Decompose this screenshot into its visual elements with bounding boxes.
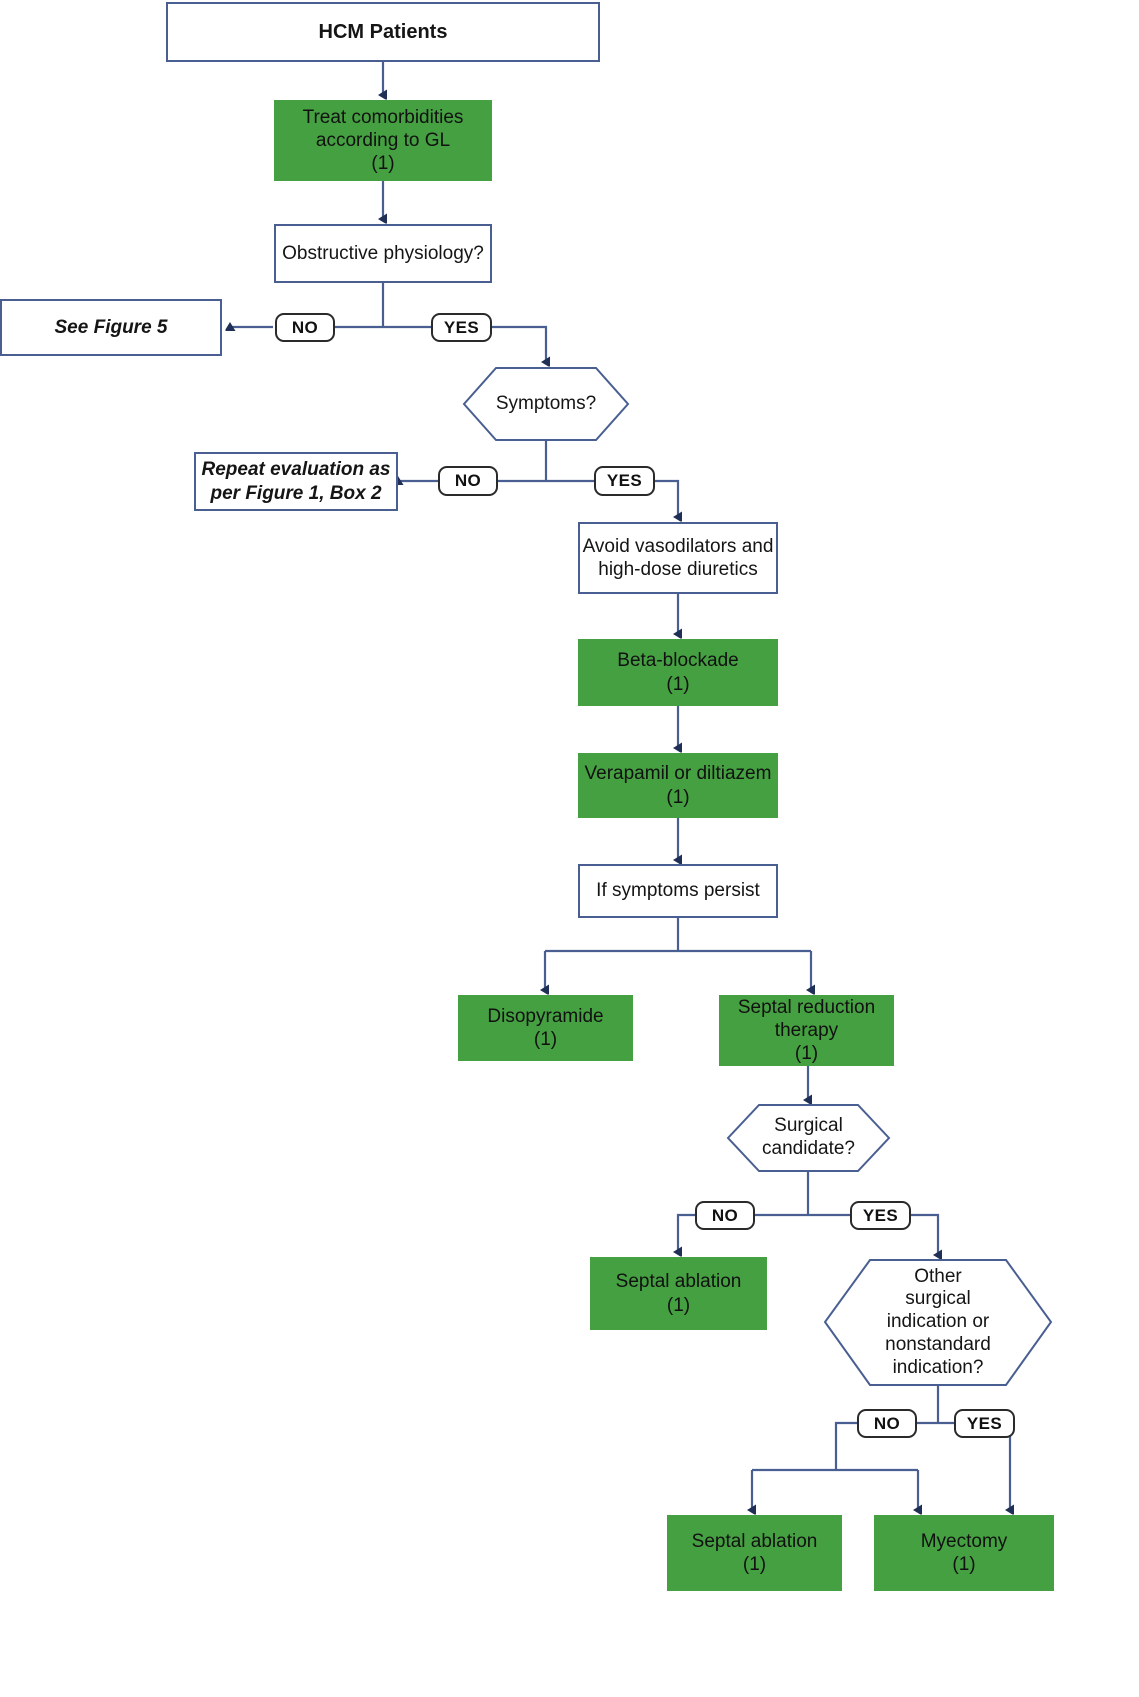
node-verapamil-diltiazem[interactable]: Verapamil or diltiazem (1) <box>578 753 778 818</box>
decision-label-surgical-no[interactable]: NO <box>695 1201 755 1230</box>
node-obstructive-physiology[interactable]: Obstructive physiology? <box>274 224 492 283</box>
node-surgical-candidate[interactable]: Surgical candidate? <box>726 1104 891 1172</box>
decision-label-surgical-yes[interactable]: YES <box>850 1201 911 1230</box>
node-surgical-candidate-label: Surgical candidate? <box>762 1115 855 1159</box>
node-if-symptoms-persist[interactable]: If symptoms persist <box>578 864 778 918</box>
node-symptoms-label: Symptoms? <box>495 392 597 414</box>
node-septal-ablation-1[interactable]: Septal ablation (1) <box>590 1257 767 1330</box>
node-septal-ablation-2[interactable]: Septal ablation (1) <box>667 1515 842 1591</box>
wire-yes-to-avoid <box>654 479 678 517</box>
decision-label-symptoms-no[interactable]: NO <box>438 466 498 496</box>
wire-surgical-no-to-ablation <box>678 1213 695 1252</box>
node-beta-blockade[interactable]: Beta-blockade (1) <box>578 639 778 706</box>
decision-label-obstructive-yes[interactable]: YES <box>431 313 492 342</box>
decision-label-symptoms-yes[interactable]: YES <box>594 466 655 496</box>
node-treat-comorbidities[interactable]: Treat comorbidities according to GL (1) <box>274 100 492 181</box>
node-septal-reduction-therapy[interactable]: Septal reduction therapy (1) <box>719 995 894 1066</box>
node-hcm-patients[interactable]: HCM Patients <box>166 2 600 62</box>
wire-surgical-yes-to-other <box>910 1213 938 1255</box>
wire-yes-to-symptoms <box>492 325 546 362</box>
decision-label-other-yes[interactable]: YES <box>954 1409 1015 1438</box>
node-other-surgical-indication[interactable]: Other surgical indication or nonstandard… <box>823 1259 1053 1386</box>
node-see-figure-5[interactable]: See Figure 5 <box>0 299 222 356</box>
node-myectomy[interactable]: Myectomy (1) <box>874 1515 1054 1591</box>
node-avoid-vasodilators[interactable]: Avoid vasodilators and high-dose diureti… <box>578 522 778 594</box>
node-other-surgical-indication-label: Other surgical indication or nonstandard… <box>885 1265 991 1378</box>
node-repeat-evaluation[interactable]: Repeat evaluation as per Figure 1, Box 2 <box>194 452 398 511</box>
node-symptoms[interactable]: Symptoms? <box>462 367 630 441</box>
decision-label-other-no[interactable]: NO <box>857 1409 917 1438</box>
node-disopyramide[interactable]: Disopyramide (1) <box>458 995 633 1061</box>
decision-label-obstructive-no[interactable]: NO <box>275 313 335 342</box>
wire-other-no-drop <box>834 1421 858 1470</box>
